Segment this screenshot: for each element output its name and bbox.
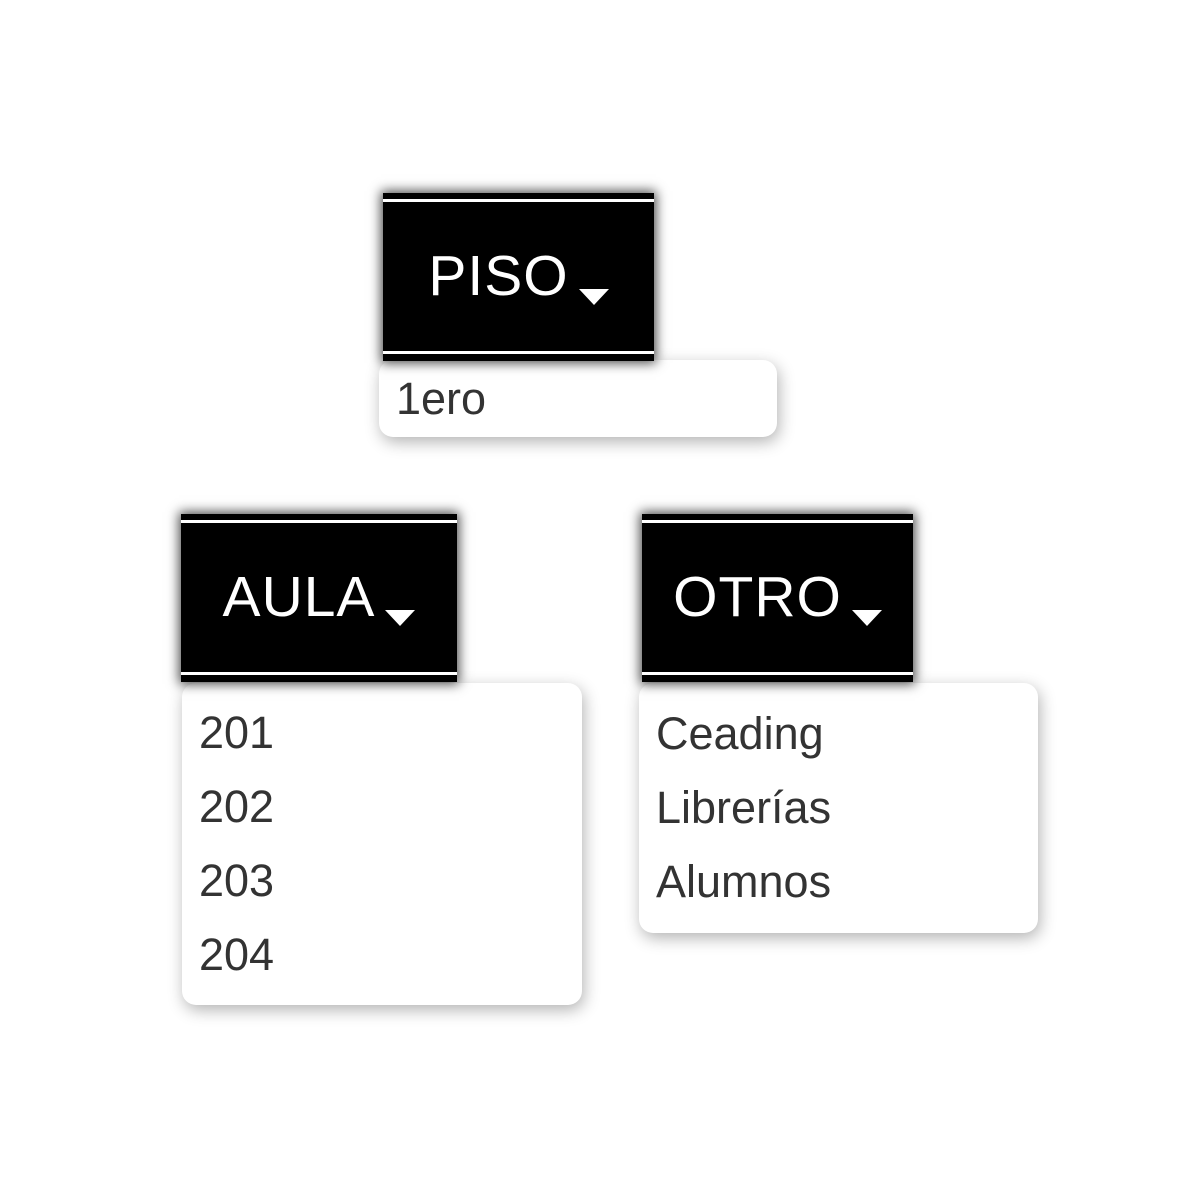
menu-item-202[interactable]: 202 (199, 781, 275, 832)
piso-dropdown-button[interactable]: PISO (383, 193, 654, 361)
menu-item-ceading[interactable]: Ceading (656, 708, 824, 759)
aula-dropdown-label: AULA (222, 565, 376, 629)
otro-dropdown-button-face: OTRO (642, 520, 913, 675)
menu-item-librerias[interactable]: Librerías (656, 782, 832, 833)
otro-dropdown-menu: Ceading Librerías Alumnos (639, 683, 1038, 933)
otro-dropdown-button[interactable]: OTRO (642, 514, 913, 682)
menu-item-1ero[interactable]: 1ero (396, 372, 487, 424)
menu-item-204[interactable]: 204 (199, 929, 275, 980)
menu-item-201[interactable]: 201 (199, 707, 275, 758)
caret-down-icon (851, 609, 882, 626)
piso-dropdown-label: PISO (428, 244, 569, 308)
menu-item-alumnos[interactable]: Alumnos (656, 856, 832, 907)
menu-item-203[interactable]: 203 (199, 855, 275, 906)
caret-down-icon (578, 288, 609, 305)
aula-dropdown-menu: 201 202 203 204 (182, 683, 582, 1005)
aula-dropdown-button-face: AULA (181, 520, 457, 675)
piso-dropdown-button-face: PISO (383, 199, 654, 354)
caret-down-icon (385, 609, 416, 626)
aula-dropdown-button[interactable]: AULA (181, 514, 457, 682)
piso-dropdown-menu: 1ero (379, 360, 777, 437)
otro-dropdown-label: OTRO (673, 565, 842, 629)
